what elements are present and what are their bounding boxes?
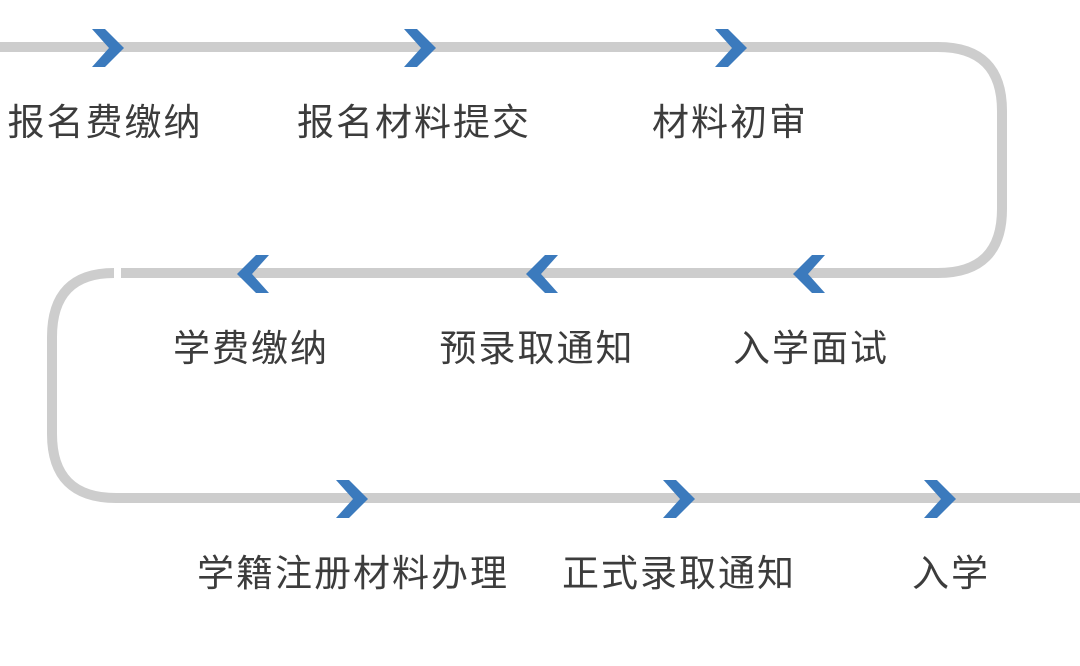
step-label-student-registration-processing: 学籍注册材料办理: [197, 553, 509, 594]
step-label-pre-admission-notice: 预录取通知: [439, 328, 635, 369]
chevron-left-icon: [526, 255, 558, 293]
step-label-registration-fee-payment: 报名费缴纳: [7, 102, 203, 143]
chevron-left-icon: [237, 255, 269, 293]
step-label-application-materials-submission: 报名材料提交: [297, 102, 531, 143]
chevron-right-icon: [715, 29, 747, 67]
chevron-left-icon: [793, 255, 825, 293]
chevron-right-icon: [336, 480, 368, 518]
chevron-right-icon: [924, 480, 956, 518]
step-label-enrollment: 入学: [912, 553, 990, 594]
chevron-right-icon: [404, 29, 436, 67]
step-label-formal-admission-notice: 正式录取通知: [562, 553, 796, 594]
chevron-right-icon: [92, 29, 124, 67]
step-label-tuition-payment: 学费缴纳: [173, 328, 329, 369]
step-label-preliminary-material-review: 材料初审: [652, 102, 808, 143]
flow-path-segment-top: [0, 42, 1007, 278]
step-label-admission-interview: 入学面试: [733, 328, 889, 369]
flow-path-segment-bottom: [47, 268, 1080, 503]
chevron-right-icon: [663, 480, 695, 518]
